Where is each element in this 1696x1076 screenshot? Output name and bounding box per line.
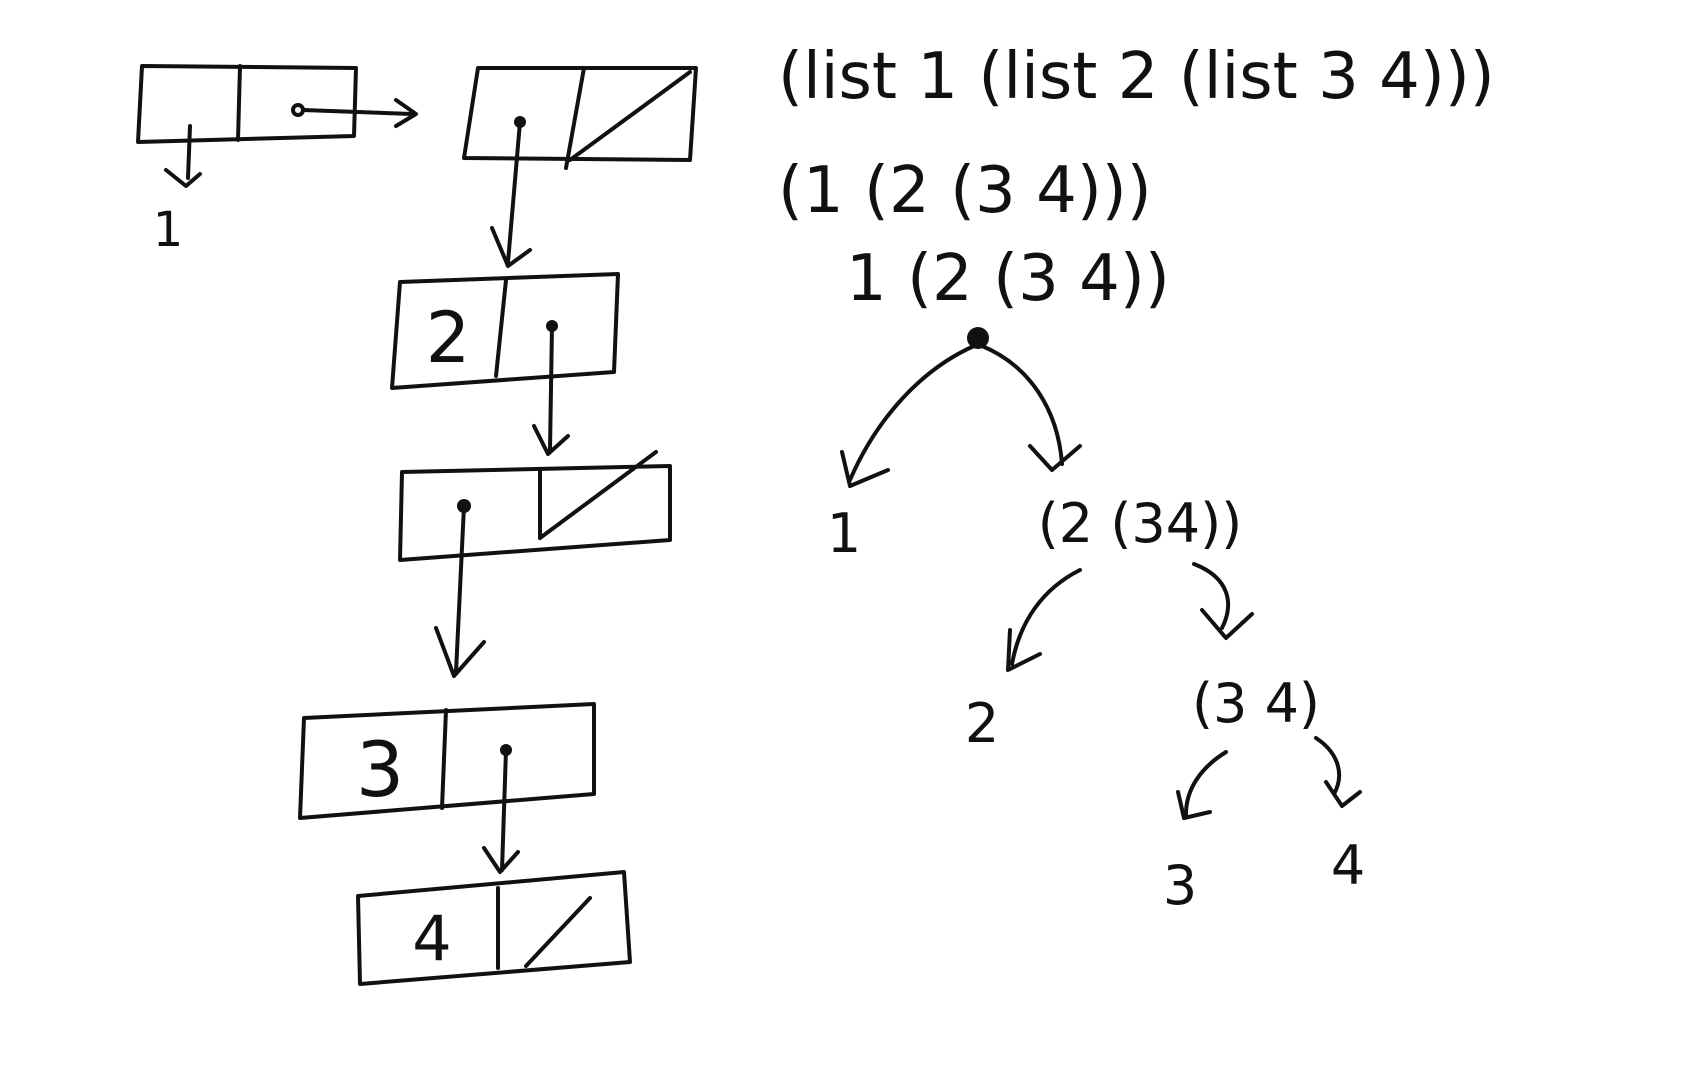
tree-leaf-1: 1 [827,502,861,565]
nil-slash-icon [538,450,658,540]
cell-3-car: 3 [356,725,404,814]
arrowhead-icon [1006,628,1042,672]
edge-root-right [980,344,1064,466]
expression-printed: (1 (2 (3 4))) [778,154,1152,228]
pair-3 [398,450,672,678]
tree-leaf-4: 4 [1331,834,1365,897]
pair-top-right-box [462,66,698,162]
expression-list-call: (list 1 (list 2 (list 3 4))) [778,40,1495,114]
down-arrowhead-icon [482,846,520,874]
nil-slash-icon [524,896,592,968]
edge-34-to-4 [1314,736,1342,796]
car-pointer-line [186,124,192,180]
arrowhead-icon [1200,608,1254,640]
cdr-pointer-line [301,108,414,116]
arrowhead-icon [1324,780,1362,808]
edge-34-to-3 [1184,750,1228,816]
pair-2: 2 [390,272,620,456]
cell-1-value: 1 [153,202,184,258]
pair-4: 4 [356,870,632,986]
pair-3-value: 3 [298,702,596,874]
pair-2-box [390,272,620,390]
cdr-pointer-line [548,324,554,452]
tree-diagram: 1 (2 (34)) 2 (3 4) 3 4 [827,327,1365,917]
pair-top-left: 1 [136,64,418,258]
pair-4-box [356,870,632,986]
down-arrowhead-icon [490,226,532,268]
root-node-dot-icon [967,327,989,349]
tree-node-2-34: (2 (34)) [1038,492,1243,555]
pair-divider [236,64,242,142]
cell-2-car: 2 [426,297,471,379]
cdr-arrowhead-icon [394,98,418,128]
edge-node-to-2 [1010,568,1082,666]
pair-top-left-box [136,64,358,144]
cdr-pointer-line [500,748,508,872]
arrowhead-icon [1176,790,1212,820]
arrowhead-icon [1028,444,1082,472]
pair-divider [494,278,508,378]
car-pointer-line [506,120,522,264]
car-arrowhead-icon [164,168,202,188]
expressions: (list 1 (list 2 (list 3 4))) (1 (2 (3 4)… [778,40,1495,316]
edge-root-left [848,344,976,482]
pair-divider [440,708,448,810]
down-arrowhead-icon [532,424,570,456]
tree-leaf-3: 3 [1163,854,1197,917]
pair-3-box [398,464,672,562]
pair-divider [564,66,586,170]
tree-leaf-2: 2 [965,692,999,755]
nil-slash-icon [568,70,692,162]
tree-node-3-4: (3 4) [1192,672,1320,735]
edge-node-to-34 [1192,562,1231,630]
down-arrowhead-icon [434,626,486,678]
pair-top-right [462,66,698,268]
expression-split: 1 (2 (3 4)) [846,242,1170,316]
car-pointer-line [454,504,466,674]
cell-4-car: 4 [412,902,451,975]
arrowhead-icon [840,450,890,488]
box-pointer-diagram: 1 2 [136,64,698,986]
pair-3-value-box [298,702,596,820]
